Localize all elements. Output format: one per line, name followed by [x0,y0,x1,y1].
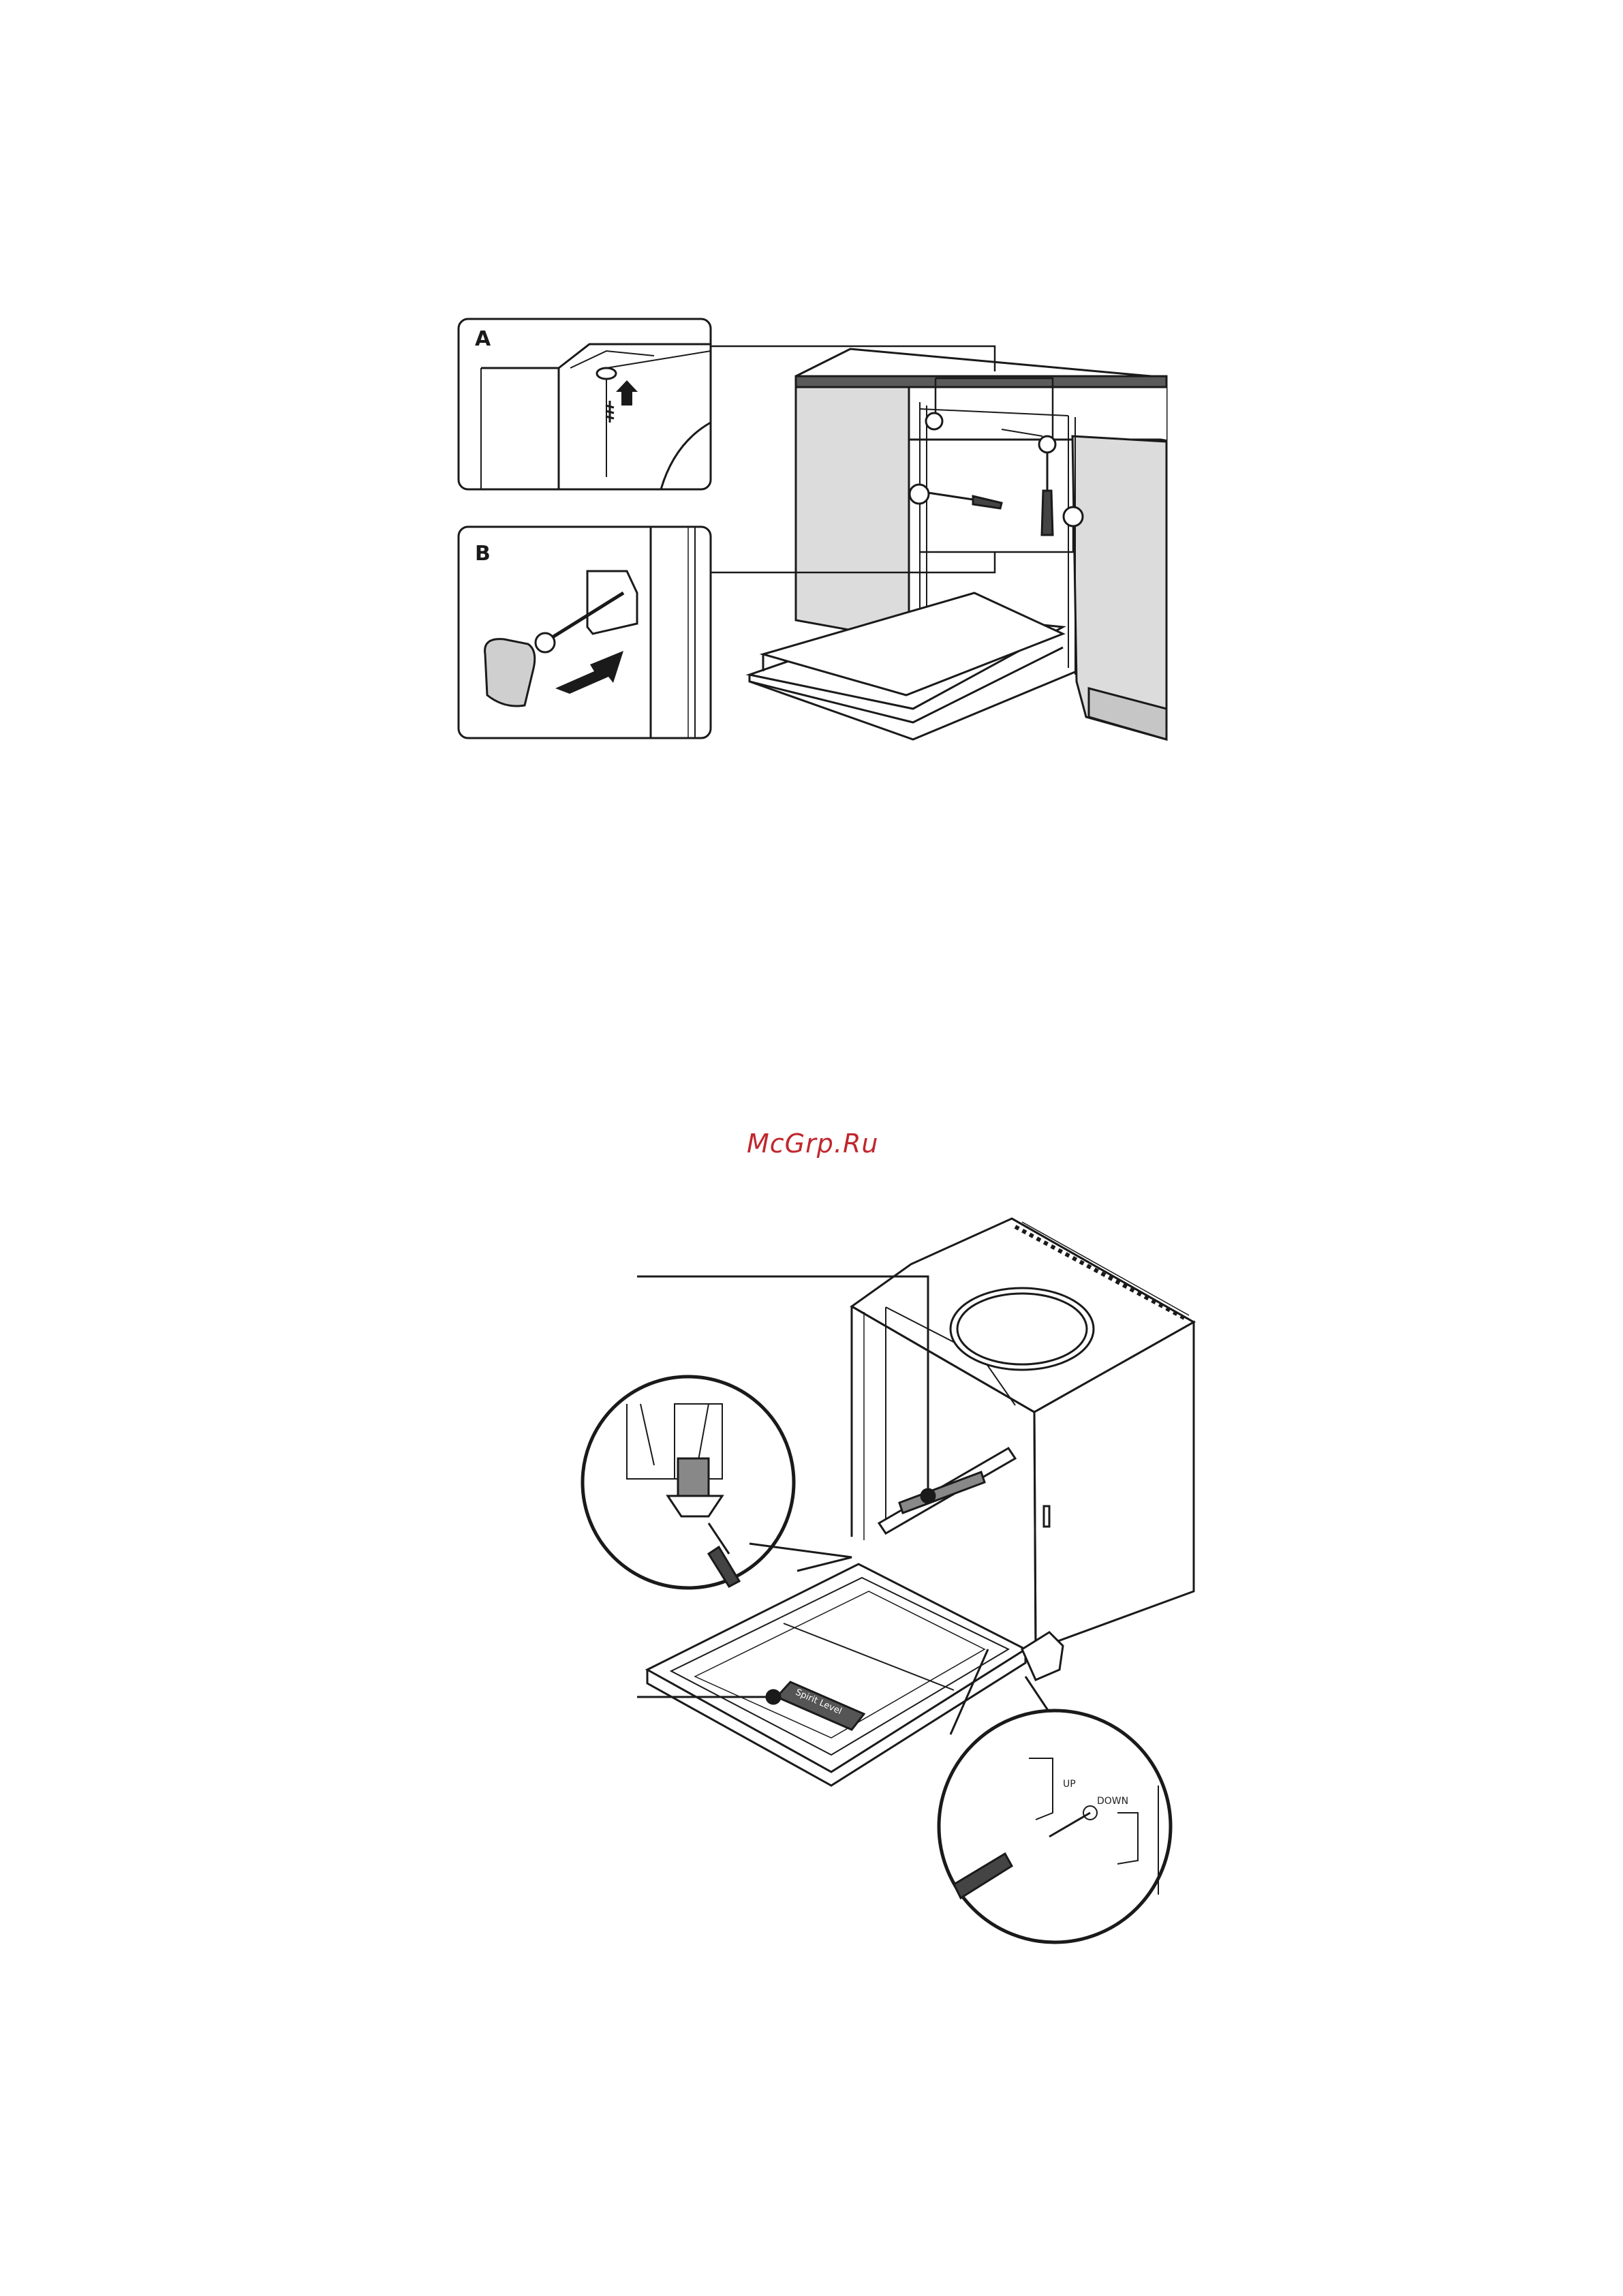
detail-circle-rear-adjust [939,1649,1171,1942]
adjust-up-label: UP [1063,1779,1076,1790]
adjust-down-label: DOWN [1097,1796,1128,1807]
detail-circle-foot [583,1377,852,1588]
dishwasher-body [852,1219,1194,1649]
